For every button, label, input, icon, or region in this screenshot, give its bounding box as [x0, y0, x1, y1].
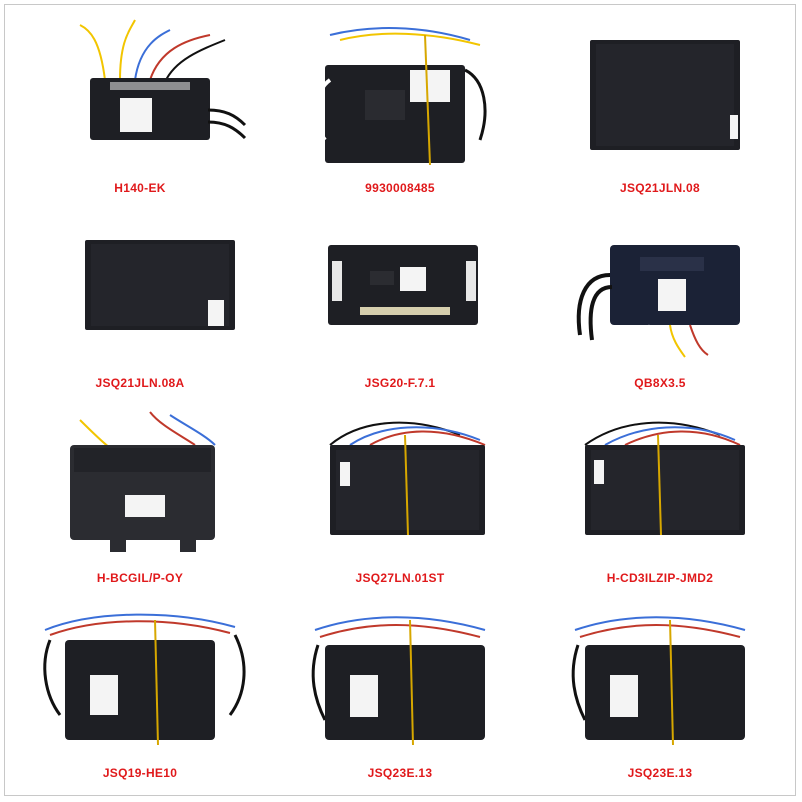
- product-card[interactable]: JSQ19-HE10: [10, 595, 270, 790]
- product-card[interactable]: JSQ21JLN.08A: [10, 205, 270, 400]
- product-image: [85, 240, 235, 330]
- product-grid: H140-EK 9930008485 JSQ21JLN.08: [10, 10, 790, 790]
- product-image: [590, 40, 740, 150]
- product-image: [70, 19, 247, 140]
- product-card[interactable]: JSQ27LN.01ST: [270, 400, 530, 595]
- product-card[interactable]: JSQ23E.13: [530, 595, 790, 790]
- product-card[interactable]: JSG20-F.7.1: [270, 205, 530, 400]
- product-code: JSQ19-HE10: [102, 766, 178, 780]
- product-card[interactable]: H-BCGIL/P-OY: [10, 400, 270, 595]
- product-card[interactable]: 9930008485: [270, 10, 530, 205]
- product-code: JSQ27LN.01ST: [355, 571, 445, 585]
- product-image: [329, 421, 486, 536]
- product-code: QB8X3.5: [634, 376, 686, 390]
- product-code: H140-EK: [114, 181, 166, 195]
- product-code: JSQ23E.13: [627, 766, 693, 780]
- product-image: [313, 20, 487, 166]
- product-image: [328, 245, 478, 325]
- product-image: [59, 406, 216, 552]
- outer-border: [4, 4, 796, 796]
- product-image: [38, 602, 246, 746]
- product-card[interactable]: QB8X3.5: [530, 205, 790, 400]
- product-card[interactable]: H140-EK: [10, 10, 270, 205]
- product-card[interactable]: H-CD3ILZIP-JMD2: [530, 400, 790, 595]
- product-code: JSG20-F.7.1: [364, 376, 436, 390]
- product-code: H-CD3ILZIP-JMD2: [606, 571, 714, 585]
- product-card[interactable]: JSQ23E.13: [270, 595, 530, 790]
- product-image: [568, 607, 751, 746]
- product-code: H-BCGIL/P-OY: [96, 571, 184, 585]
- product-card[interactable]: JSQ21JLN.08: [530, 10, 790, 205]
- product-code: JSQ21JLN.08A: [95, 376, 185, 390]
- product-code: 9930008485: [365, 181, 435, 195]
- product-image: [576, 245, 740, 358]
- product-code: JSQ23E.13: [367, 766, 433, 780]
- product-image: [308, 607, 491, 746]
- product-code: JSQ21JLN.08: [619, 181, 700, 195]
- product-image: [584, 421, 745, 536]
